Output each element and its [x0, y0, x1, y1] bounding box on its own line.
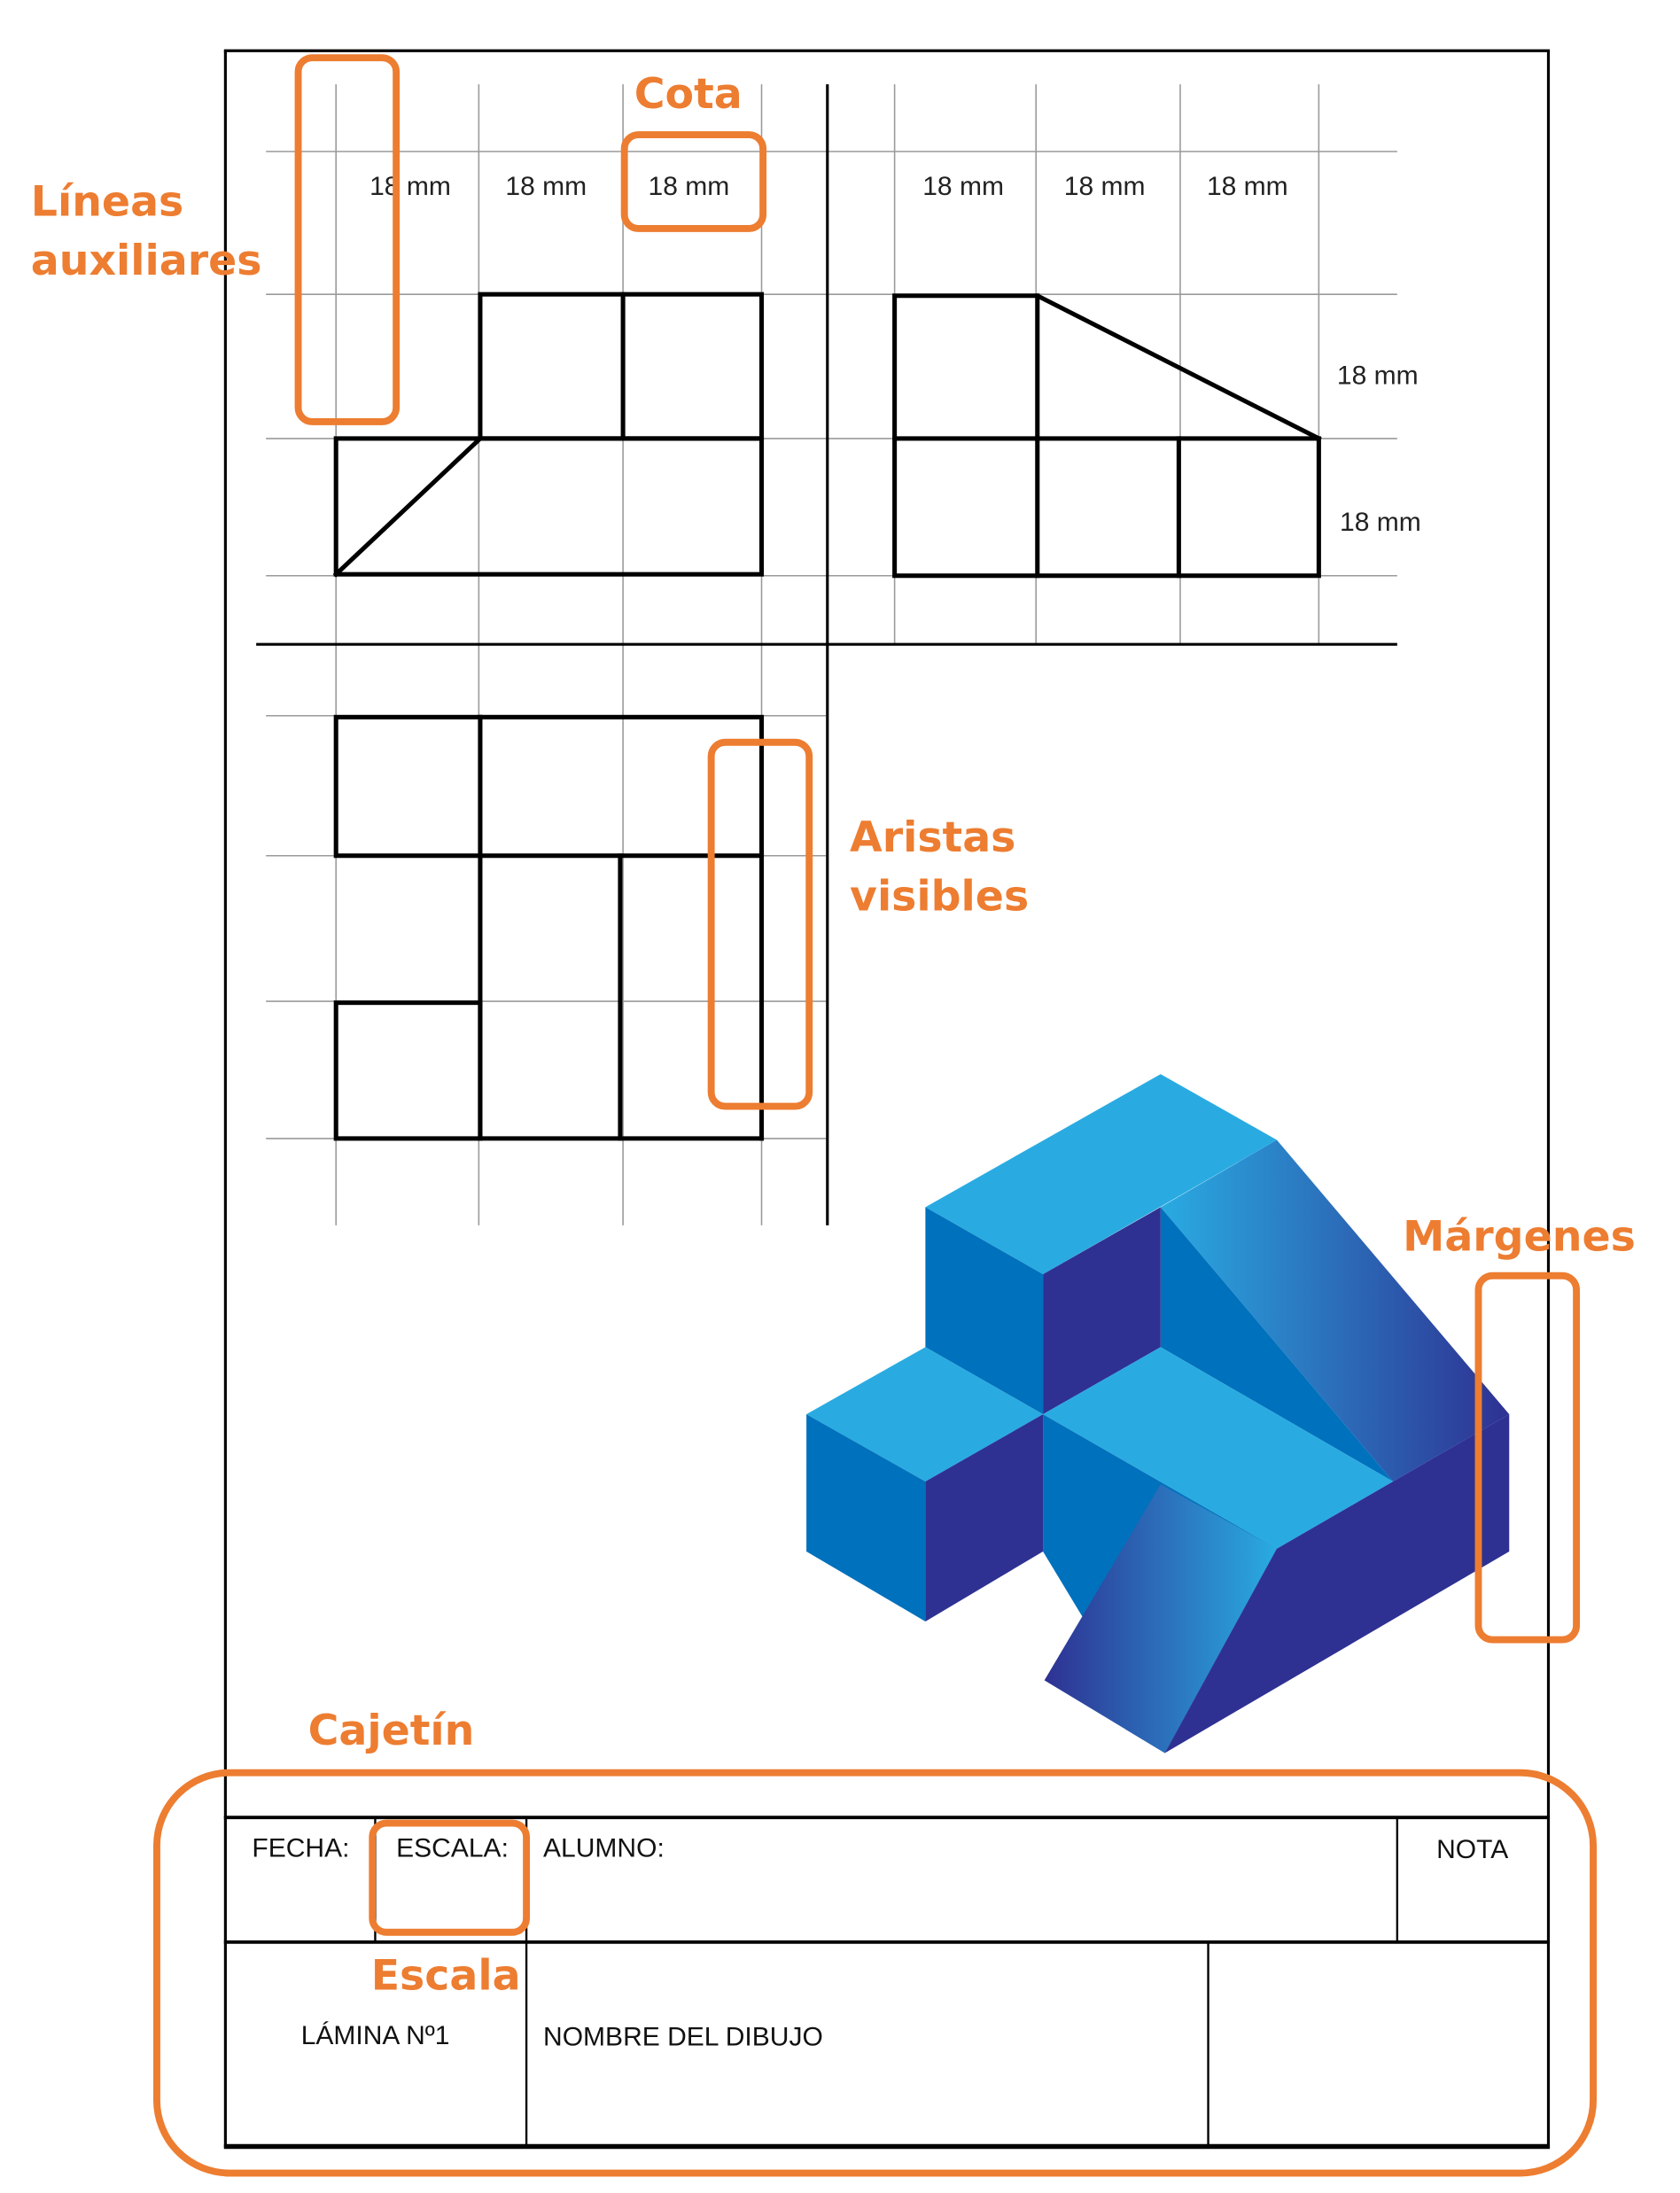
front-view	[332, 292, 765, 578]
label-visibles: visibles	[850, 872, 1029, 921]
annotations	[153, 54, 1597, 2177]
cota-highlight	[620, 131, 767, 232]
view-separators	[256, 84, 1397, 1225]
label-escala: Escala	[371, 1952, 521, 2001]
label-cajetin: Cajetín	[308, 1707, 475, 1755]
dimension-labels: 18 mm 18 mm 18 mm 18 mm 18 mm 18 mm 18 m…	[369, 172, 1421, 537]
dimension-front-1: 18 mm	[369, 172, 451, 201]
alumno-label: ALUMNO:	[543, 1833, 665, 1862]
cajetin-highlight	[153, 1769, 1597, 2177]
plan-view	[333, 714, 765, 1141]
label-auxiliares: auxiliares	[31, 237, 262, 285]
dimension-front-2: 18 mm	[505, 172, 587, 201]
nombre-dibujo-label: NOMBRE DEL DIBUJO	[543, 2023, 823, 2052]
dimension-side-1: 18 mm	[922, 172, 1004, 201]
dimension-side-3: 18 mm	[1207, 172, 1288, 201]
label-cota: Cota	[634, 70, 743, 119]
fecha-label: FECHA:	[252, 1833, 349, 1862]
margenes-highlight	[1474, 1271, 1581, 1644]
dimension-vertical-2: 18 mm	[1340, 508, 1421, 537]
escala-label: ESCALA:	[396, 1833, 509, 1862]
nota-label: NOTA	[1436, 1835, 1508, 1864]
aristas-visibles-highlight	[707, 738, 813, 1110]
label-margenes: Márgenes	[1403, 1212, 1636, 1261]
isometric-piece	[806, 1074, 1510, 1754]
escala-highlight	[369, 1819, 531, 1936]
sheet-margin-frame	[223, 49, 1551, 2150]
lineas-auxiliares-highlight	[294, 54, 401, 425]
annotation-labels: Líneas auxiliares Cota Aristas visibles …	[31, 70, 1636, 2001]
dimension-vertical-1: 18 mm	[1337, 361, 1419, 390]
side-view	[892, 293, 1322, 579]
label-lineas: Líneas	[31, 178, 184, 227]
title-block: FECHA: ESCALA: ALUMNO: NOTA LÁMINA Nº1 N…	[223, 1816, 1551, 2147]
label-aristas: Aristas	[850, 813, 1015, 862]
dimension-side-2: 18 mm	[1064, 172, 1146, 201]
dimension-front-3: 18 mm	[649, 172, 730, 201]
auxiliary-lines	[266, 84, 1397, 1225]
lamina-label: LÁMINA Nº1	[301, 2021, 450, 2050]
